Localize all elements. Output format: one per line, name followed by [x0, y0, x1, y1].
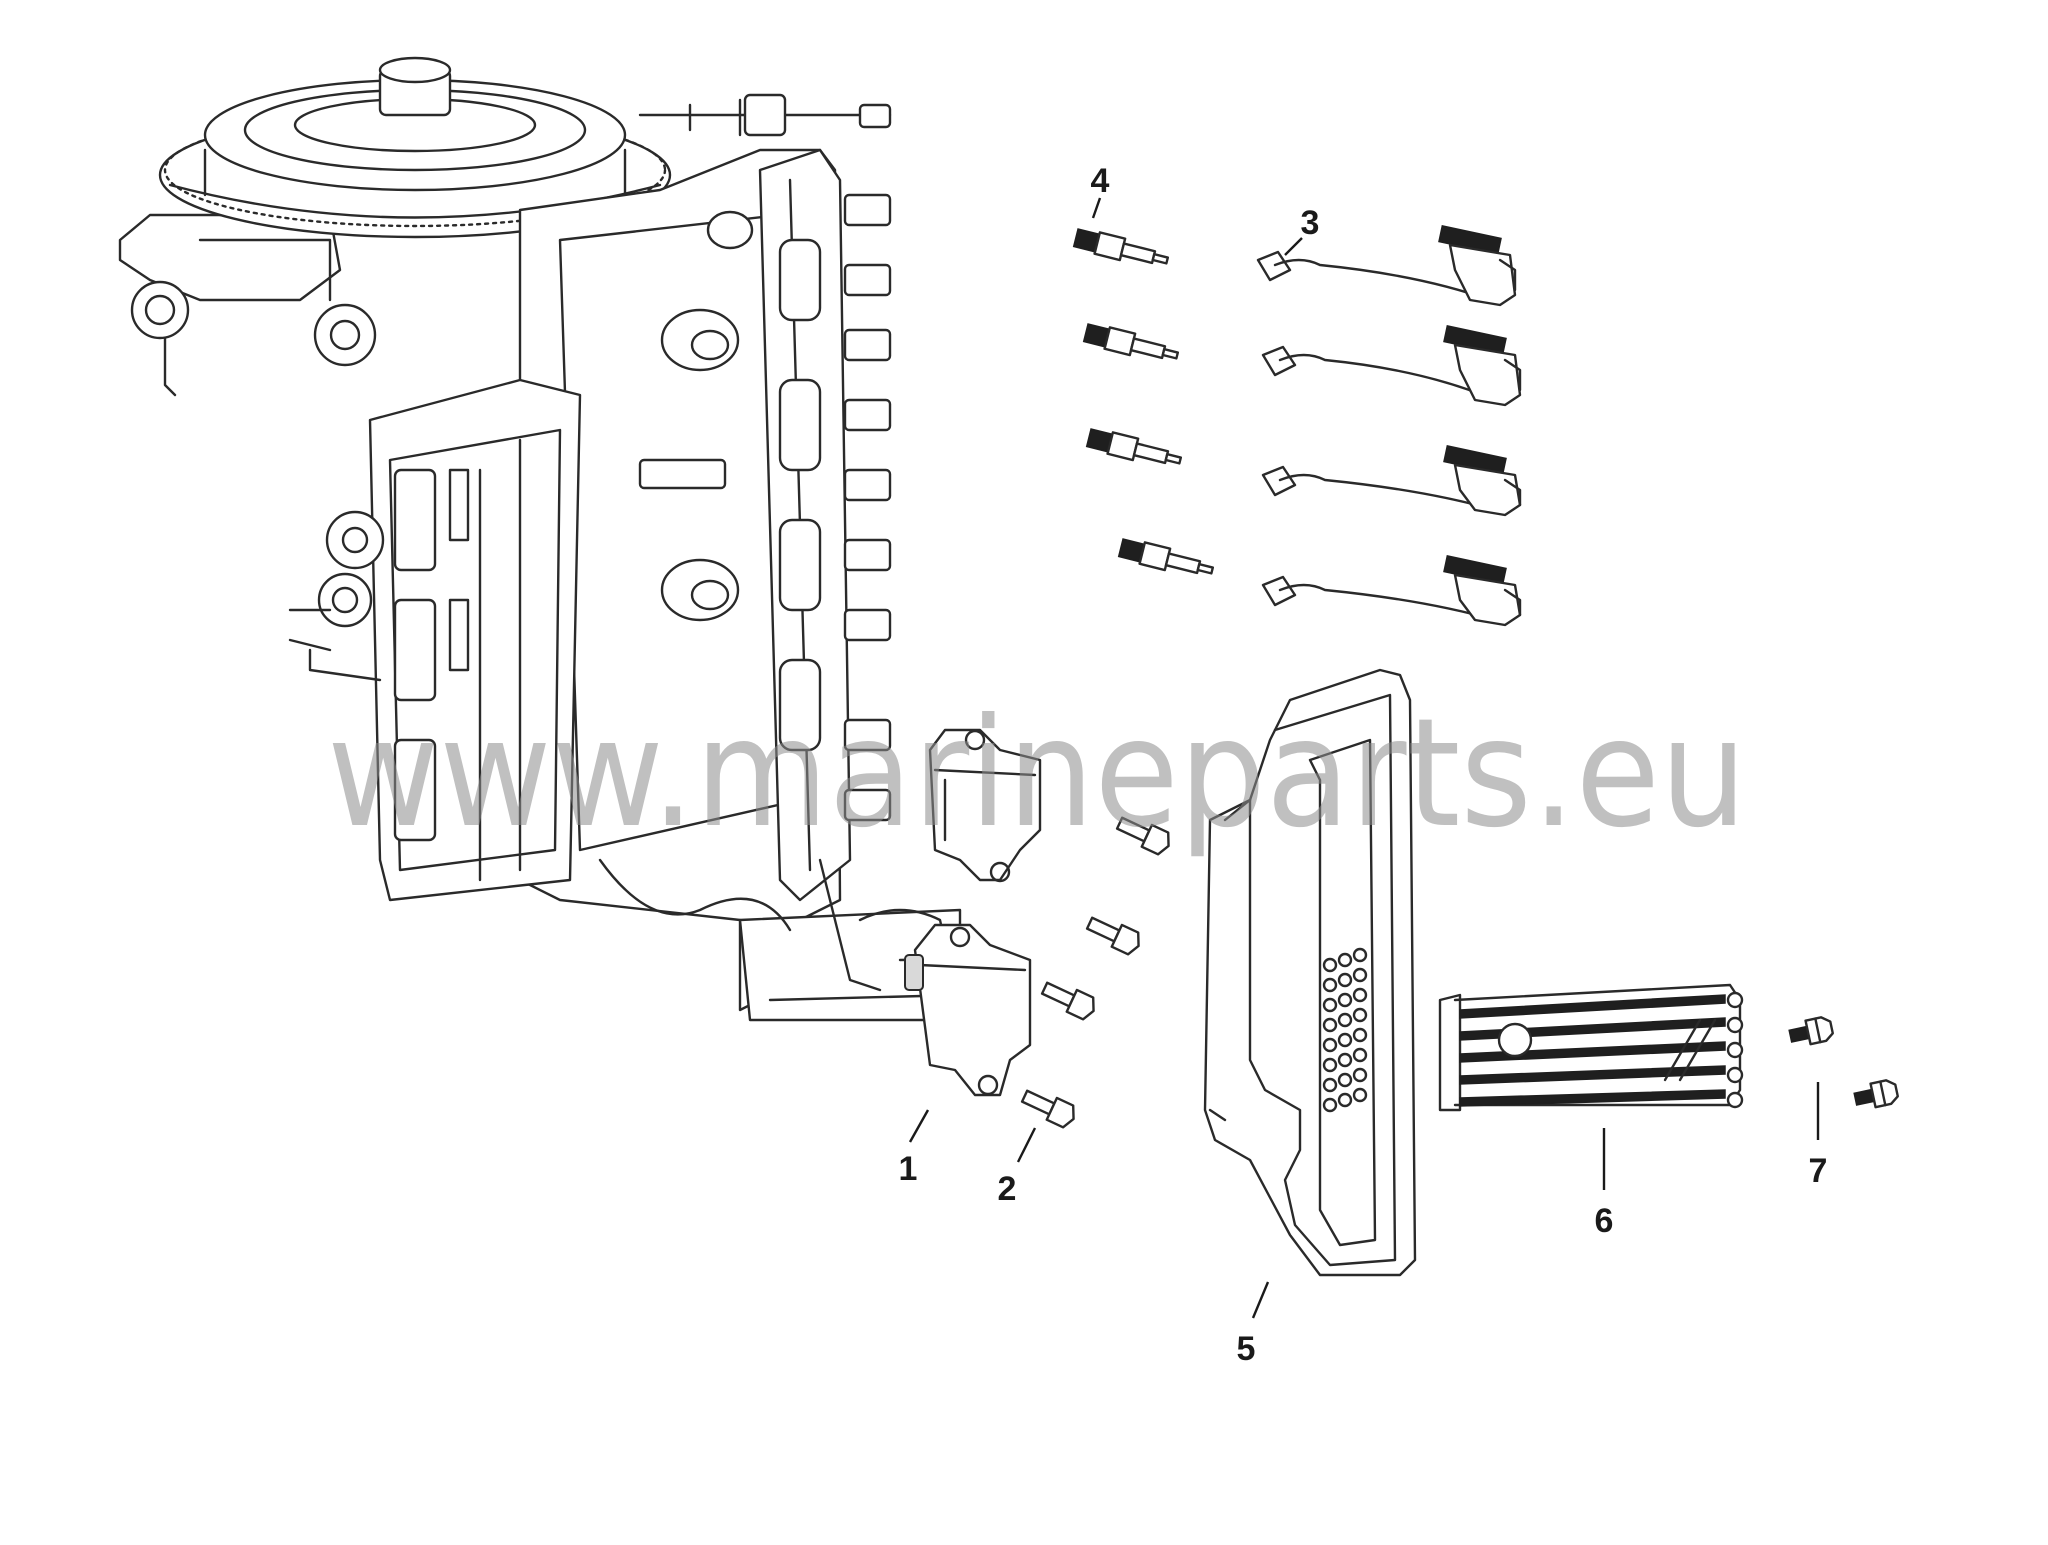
bracket-screws [1788, 1016, 1899, 1109]
cover-vent-holes [1322, 947, 1368, 1113]
ignition-cover [1203, 668, 1417, 1277]
spark-plug-leads [1256, 225, 1522, 627]
cylinder-bosses [638, 210, 822, 752]
ignition-coil-lower [904, 923, 1032, 1097]
watermark-text: www.marineparts.eu [327, 687, 1747, 861]
intake-plate [368, 378, 582, 902]
engine-block [118, 56, 962, 1022]
spark-plugs [1072, 228, 1215, 575]
callout-4: 4 [1091, 162, 1110, 200]
leader-lines [908, 197, 1820, 1319]
callout-6: 6 [1595, 1202, 1614, 1240]
ignition-coil-upper [928, 728, 1042, 883]
callout-1: 1 [899, 1150, 918, 1188]
callout-2: 2 [998, 1170, 1017, 1208]
callout-5: 5 [1237, 1330, 1256, 1368]
callout-3: 3 [1301, 204, 1320, 242]
lead-harness-bracket [1438, 983, 1744, 1112]
callout-7: 7 [1809, 1152, 1828, 1190]
flywheel [158, 56, 672, 239]
coil-screws [1020, 816, 1170, 1129]
callout-labels: 4 3 1 2 5 6 7 [899, 162, 1828, 1368]
head-bolts [843, 193, 892, 822]
